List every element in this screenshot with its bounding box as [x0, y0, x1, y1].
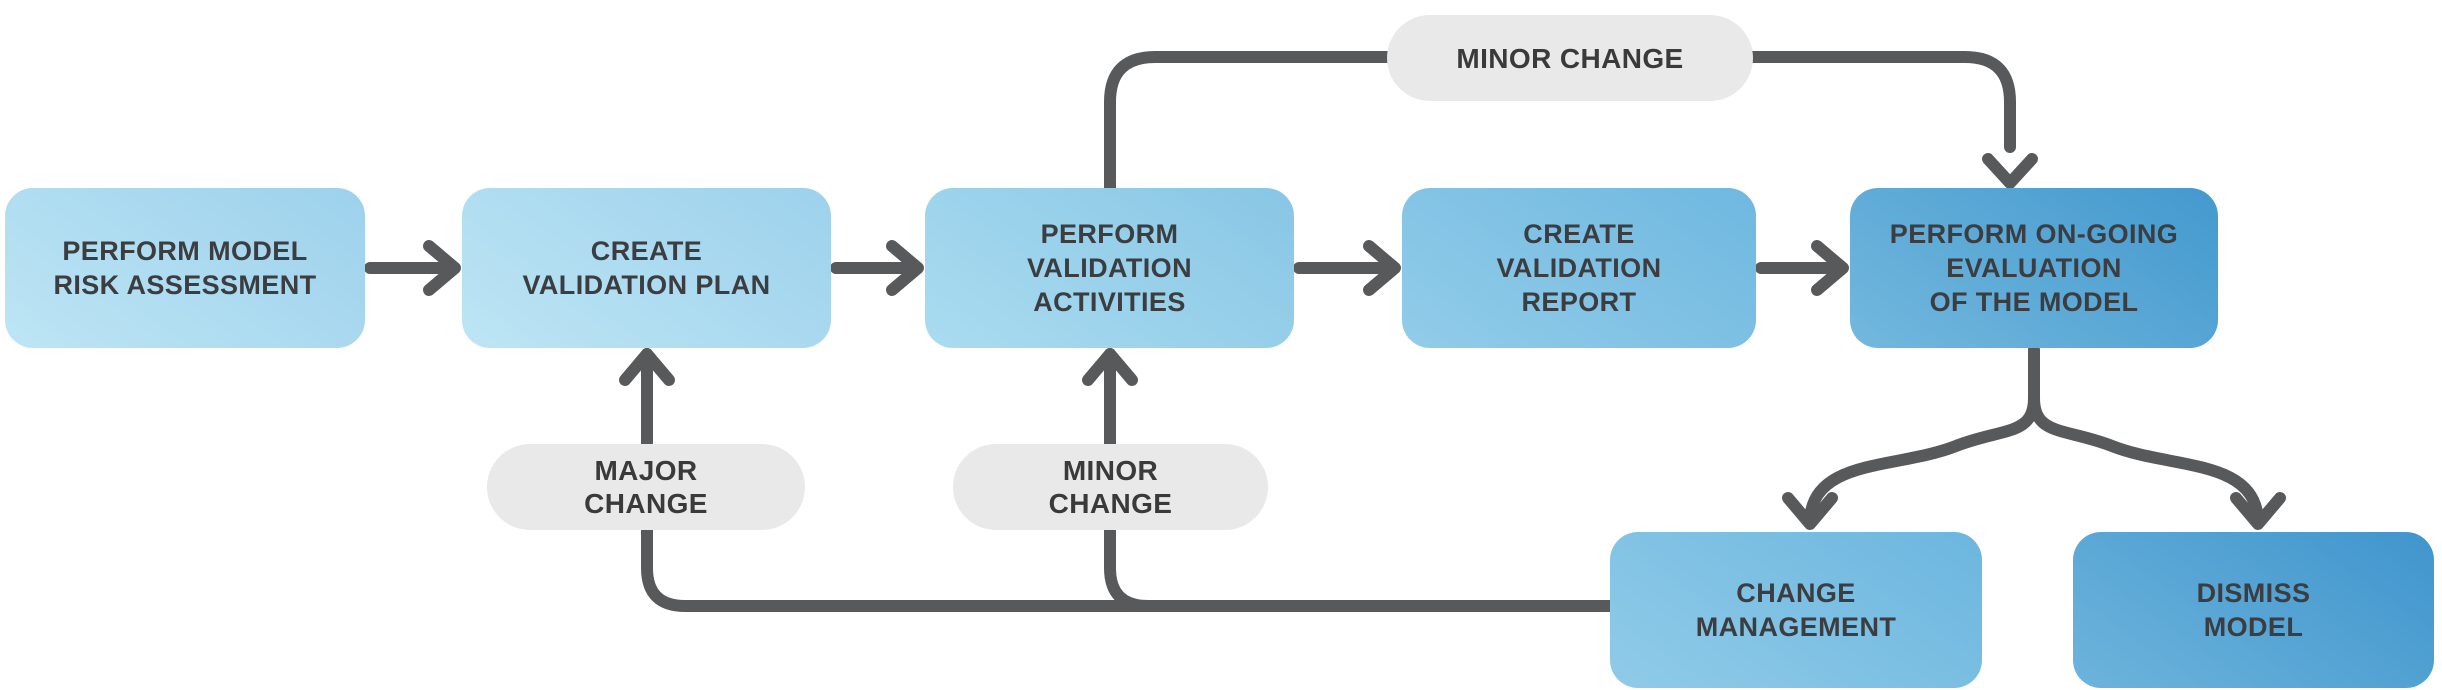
- node-label-line: PERFORM MODEL: [62, 236, 308, 266]
- pill-label-line: MINOR CHANGE: [1456, 42, 1684, 74]
- edge-activities-to-report: [1293, 240, 1401, 296]
- edge-report-to-eval: [1755, 240, 1849, 296]
- pill-label-line: CHANGE: [584, 488, 708, 519]
- node-label: PERFORM ON-GOING EVALUATION OF THE MODEL: [1890, 217, 2178, 319]
- node-perform-validation-activities: PERFORM VALIDATION ACTIVITIES: [925, 188, 1294, 348]
- node-label-line: DISMISS: [2196, 578, 2311, 608]
- node-create-validation-plan: CREATE VALIDATION PLAN: [462, 188, 831, 348]
- arrowhead-right-icon: [1811, 240, 1849, 296]
- node-label: CREATE VALIDATION PLAN: [523, 234, 771, 302]
- arrowhead-down-icon: [2230, 492, 2286, 530]
- arrowhead-up-icon: [1082, 348, 1138, 386]
- edge-risk-to-plan: [364, 240, 461, 296]
- node-label: CHANGE MANAGEMENT: [1696, 576, 1897, 644]
- edge-line: [2028, 392, 2264, 527]
- node-perform-ongoing-evaluation: PERFORM ON-GOING EVALUATION OF THE MODEL: [1850, 188, 2218, 348]
- node-change-management: CHANGE MANAGEMENT: [1610, 532, 1982, 688]
- arrowhead-right-icon: [886, 240, 924, 296]
- edge-eval-split: [1782, 344, 2286, 530]
- node-label-line: PERFORM: [1040, 219, 1179, 249]
- edge-major-change-loop: [619, 348, 1618, 612]
- arrowhead-up-icon: [619, 348, 675, 386]
- node-label: PERFORM VALIDATION ACTIVITIES: [1027, 217, 1192, 319]
- node-label-line: VALIDATION: [1027, 253, 1192, 283]
- node-label-line: CHANGE: [1736, 578, 1856, 608]
- node-label-line: MODEL: [2203, 612, 2304, 642]
- node-label: DISMISS MODEL: [2197, 576, 2311, 644]
- node-label-line: CREATE: [590, 236, 703, 266]
- pill-label-line: CHANGE: [1048, 488, 1173, 519]
- pill-label: MINOR CHANGE: [1456, 42, 1683, 75]
- node-label: PERFORM MODEL RISK ASSESSMENT: [53, 234, 316, 302]
- node-label-line: MANAGEMENT: [1695, 612, 1897, 642]
- pill-label: MAJOR CHANGE: [584, 454, 708, 520]
- pill-label: MINOR CHANGE: [1049, 454, 1173, 520]
- node-label-line: CREATE: [1523, 219, 1635, 249]
- arrowhead-down-icon: [1982, 153, 2038, 189]
- arrowhead-right-icon: [1363, 240, 1401, 296]
- node-dismiss-model: DISMISS MODEL: [2073, 532, 2434, 688]
- edge-line: [1104, 51, 1396, 196]
- pill-label-line: MAJOR: [594, 455, 698, 486]
- edge-line: [1744, 51, 2016, 153]
- edge-label-minor-change-top: MINOR CHANGE: [1387, 15, 1753, 101]
- node-label-line: VALIDATION: [1496, 253, 1662, 283]
- arrowhead-down-icon: [1782, 492, 1838, 530]
- node-label-line: EVALUATION: [1946, 253, 2122, 283]
- arrowhead-right-icon: [423, 240, 461, 296]
- node-label-line: ACTIVITIES: [1033, 287, 1186, 317]
- node-label-line: RISK ASSESSMENT: [53, 270, 317, 300]
- edge-minor-change-top-loop: [1104, 51, 2038, 196]
- edge-line: [641, 348, 1618, 612]
- node-label-line: PERFORM ON-GOING: [1889, 219, 2179, 249]
- node-create-validation-report: CREATE VALIDATION REPORT: [1402, 188, 1756, 348]
- pill-label-line: MINOR: [1062, 455, 1159, 486]
- edge-line: [1104, 348, 1154, 612]
- node-label-line: OF THE MODEL: [1929, 287, 2139, 317]
- edge-label-minor-change-mid: MINOR CHANGE: [953, 444, 1268, 530]
- node-perform-model-risk-assessment: PERFORM MODEL RISK ASSESSMENT: [5, 188, 365, 348]
- edge-line: [1804, 392, 2040, 527]
- edge-plan-to-activities: [830, 240, 924, 296]
- node-label-line: REPORT: [1521, 287, 1637, 317]
- edge-minor-change-mid-loop: [1082, 348, 1154, 612]
- node-label-line: VALIDATION PLAN: [522, 270, 771, 300]
- node-label: CREATE VALIDATION REPORT: [1497, 217, 1662, 319]
- edge-label-major-change: MAJOR CHANGE: [487, 444, 805, 530]
